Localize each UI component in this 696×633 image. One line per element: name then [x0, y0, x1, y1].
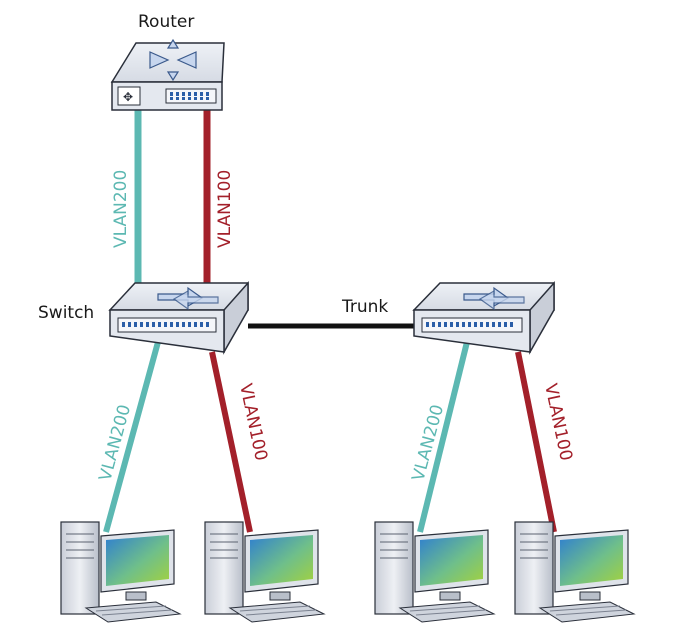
router-vlan100-label: VLAN100 — [215, 170, 235, 248]
trunk-label: Trunk — [341, 297, 388, 317]
switch-icon — [412, 281, 555, 355]
svg-text:✥: ✥ — [123, 90, 133, 104]
sw1-pc2-vlan100-label: VLAN100 — [235, 382, 271, 463]
desktop-computer-icon — [204, 521, 326, 623]
sw1-pc1-vlan200-cable — [103, 341, 161, 533]
cables — [103, 108, 557, 533]
switch-icon — [108, 281, 249, 355]
router-vlan200-label: VLAN200 — [111, 170, 131, 248]
desktop-computer-icon — [374, 521, 496, 623]
desktop-computer-icon — [60, 521, 182, 623]
sw2-pc4-vlan100-cable — [515, 351, 557, 533]
router-icon: ✥ — [110, 38, 225, 111]
desktop-computer-icon — [514, 521, 636, 623]
sw2-pc3-vlan200-cable — [417, 341, 470, 533]
switch-label: Switch — [38, 303, 94, 323]
sw2-pc4-vlan100-label: VLAN100 — [540, 382, 576, 463]
router-label: Router — [138, 12, 194, 32]
sw1-pc2-vlan100-cable — [209, 351, 253, 533]
